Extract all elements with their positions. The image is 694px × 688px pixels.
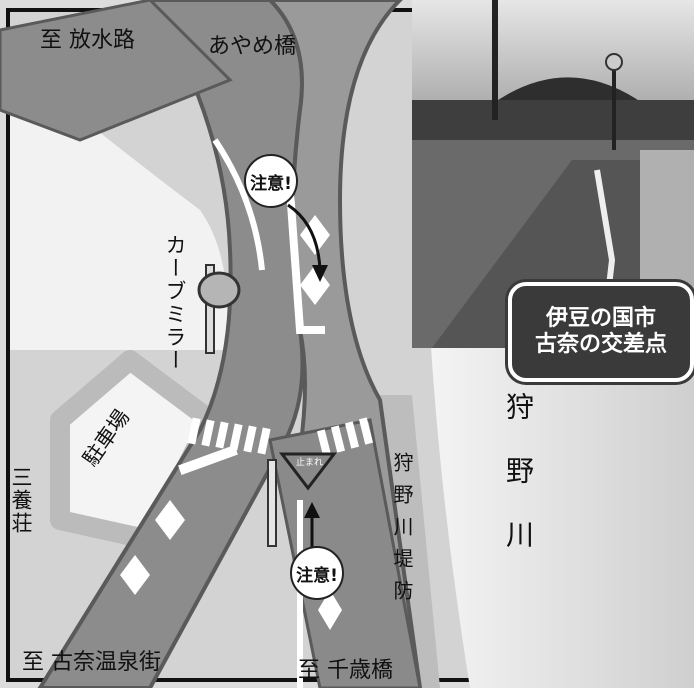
caution-badge-north: 注意! <box>244 154 298 208</box>
lane-line-2 <box>286 189 325 334</box>
arrow-head <box>304 502 320 518</box>
photo-caption-badge: 伊豆の国市 古奈の交差点 <box>508 282 694 382</box>
road-marking-diamond <box>155 500 185 540</box>
embankment <box>380 395 440 688</box>
caution-badge-south: 注意! <box>290 546 344 600</box>
road-marking-diamond <box>318 590 342 630</box>
road-marking-diamond <box>120 555 150 595</box>
mirror-pole <box>205 264 215 354</box>
stop-sign-pole <box>267 459 277 547</box>
arrow-head <box>312 265 328 282</box>
photo-caption-line1: 伊豆の国市 <box>545 306 656 331</box>
crosswalk-west <box>187 417 271 455</box>
stop-sign-label: 止まれ <box>296 458 324 468</box>
stop-line <box>178 445 238 475</box>
road-northwest <box>0 0 233 142</box>
label-curve-mirror: カーブミラー <box>163 234 187 372</box>
curve-mirror-icon <box>197 271 241 309</box>
lane-line-1 <box>212 138 265 271</box>
label-sanyoso: 三養荘 <box>9 466 33 535</box>
label-ayame-bridge: あやめ橋 <box>208 34 297 59</box>
caution-arrow-north <box>287 203 322 271</box>
label-kano-embankment: 狩野川堤防 <box>390 452 414 612</box>
label-kano-river: 狩野川 <box>502 392 535 584</box>
photo-caption-line2: 古奈の交差点 <box>534 332 667 357</box>
river <box>430 330 694 688</box>
label-to-housui: 至 放水路 <box>40 28 135 53</box>
stop-sign-icon <box>278 452 338 491</box>
crosswalk-east <box>316 417 374 457</box>
label-to-chitose-bridge: 至 千歳橋 <box>298 658 393 683</box>
label-to-kona-onsen: 至 古奈温泉街 <box>22 650 161 675</box>
